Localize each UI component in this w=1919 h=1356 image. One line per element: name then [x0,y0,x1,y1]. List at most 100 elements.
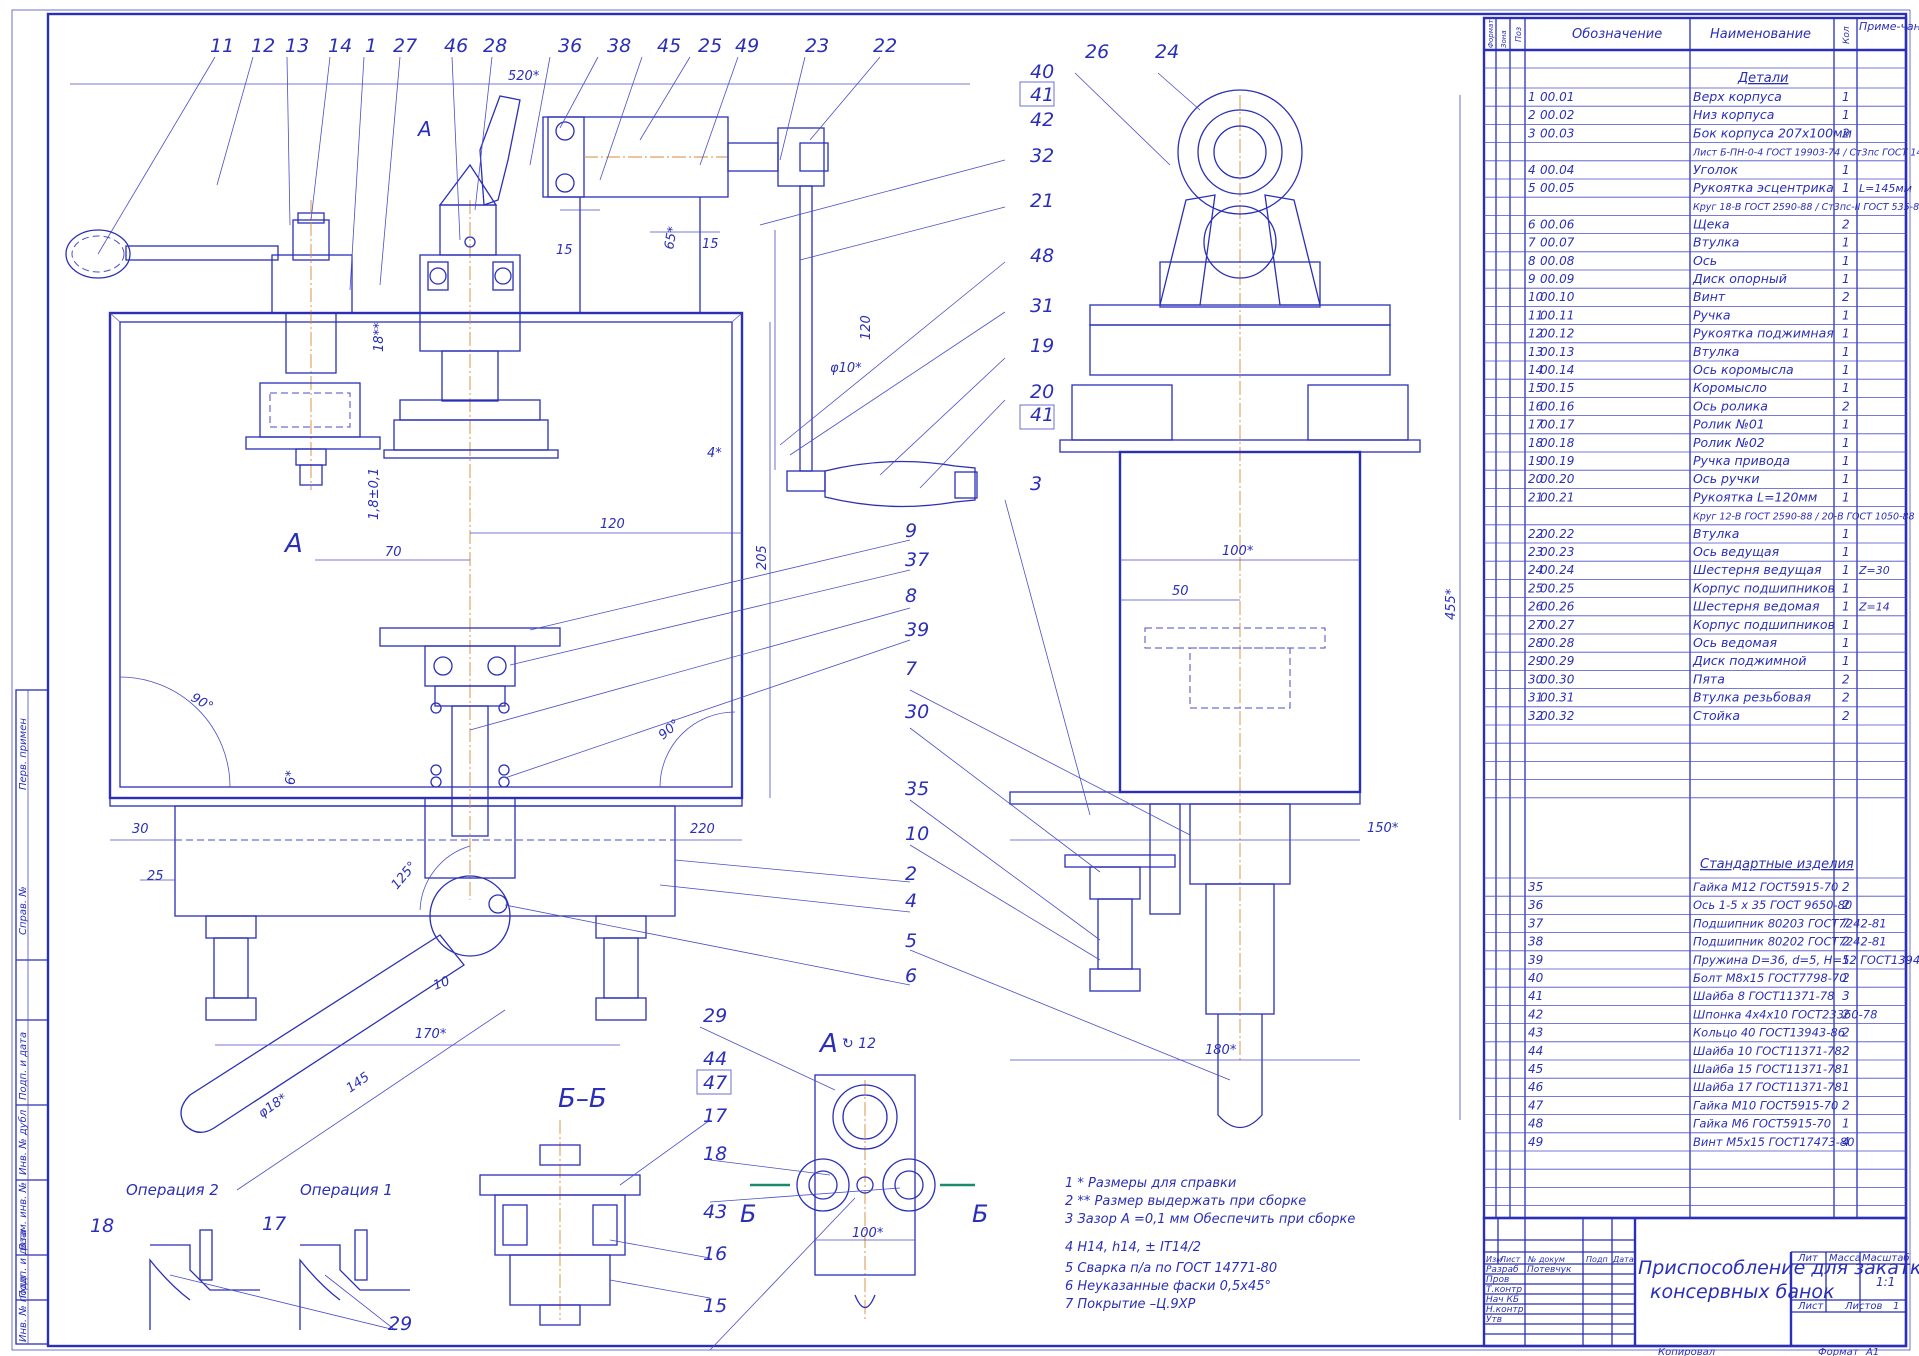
dim-150: 150* [1367,821,1399,836]
std-row-pos: 46 [1528,1080,1544,1094]
strip-perv: Перв. примен [18,718,29,790]
spec-row-designation: 00.01 [1540,90,1574,104]
spec-row-name: Рукоятка поджимная [1693,326,1834,341]
spec-row-note: L=145мм [1859,182,1912,195]
label-a-arrow: A [283,529,303,559]
label-b-left: Б [740,1200,756,1228]
spec-row-designation: 00.04 [1540,163,1574,177]
balloon-28: 28 [483,35,507,57]
balloon-26: 26 [1085,41,1109,63]
spec-row-name: Втулка [1693,235,1739,250]
balloon-13: 13 [285,35,309,57]
strip-podp1: Подп. и дата [18,1032,29,1100]
std-row-qty: 2 [1842,1098,1850,1112]
dim-phi18: φ18* [256,1091,291,1122]
spec-row-qty: 1 [1842,254,1850,268]
spec-row-pos: 24 [1528,563,1543,577]
hdr-name: Наименование [1710,27,1811,42]
spec-row-pos: 11 [1528,308,1543,322]
strip-sprav: Справ. № [18,886,29,935]
std-row-name: Шпонка 4x4x10 ГОСТ23360-78 [1693,1007,1877,1021]
spec-row-designation: 00.20 [1540,472,1575,486]
spec-row-qty: 1 [1842,345,1850,359]
spec-row-qty: 1 [1842,308,1850,322]
technical-notes: 1 * Размеры для справки 2 ** Размер выде… [1065,1176,1355,1312]
std-row-qty: 2 [1842,935,1850,949]
hdr-designation: Обозначение [1572,27,1662,42]
balloon-43: 43 [703,1201,727,1223]
balloon-45: 45 [657,35,681,57]
dim-18: 18** [372,322,387,352]
balloon-14: 14 [328,35,352,57]
spec-row-name: Ось ручки [1693,471,1759,486]
balloon-41: 41 [1030,84,1054,106]
tb-nkontr: Н.контр [1486,1305,1524,1315]
spec-row-pos: 21 [1528,490,1543,504]
balloons-detail: 29 44 47 17 18 43 16 15 [696,1005,732,1317]
spec-row-name: Ролик №02 [1693,435,1765,450]
balloon-37: 37 [905,549,929,571]
label-op2: Операция 2 [126,1181,219,1199]
tb-izm: Изм [1486,1255,1502,1264]
spec-row-name: Щека [1693,216,1730,231]
balloon-39: 39 [905,619,929,641]
std-row-name: Подшипник 80203 ГОСТ7242-81 [1693,916,1887,930]
spec-row-name: Ось [1693,253,1717,268]
std-row-qty: 2 [1842,898,1850,912]
spec-row-pos: 1 [1528,90,1536,104]
balloon-7: 7 [905,658,917,680]
std-row-qty: 1 [1842,1117,1850,1131]
dim-220: 220 [690,822,715,837]
tb-list: Лист [1499,1255,1521,1264]
dim-125: 125° [389,859,421,893]
dim-50: 50 [1172,584,1189,599]
balloon-10: 10 [905,823,929,845]
balloon-49: 49 [735,35,759,57]
spec-row-pos: 13 [1528,345,1543,359]
spec-row-designation: 00.14 [1540,363,1574,377]
balloon-31: 31 [1030,295,1054,317]
spec-row-pos: 23 [1528,545,1543,559]
spec-row-pos: 8 [1528,254,1536,268]
spec-row-pos: 31 [1528,691,1543,705]
spec-row-designation: 00.26 [1540,600,1575,614]
spec-row-name: Ось ведущая [1693,544,1780,559]
spec-row-designation: 00.15 [1540,381,1574,395]
tb-sheet: Лист [1797,1301,1825,1312]
dim-15a: 15 [556,243,573,258]
balloon-30: 30 [905,701,929,723]
spec-row-qty: 1 [1842,563,1850,577]
hdr-pos: Поз [1514,27,1523,42]
spec-row-name: Диск поджимной [1692,653,1807,668]
balloon-18: 18 [703,1143,727,1165]
balloon-1: 1 [365,35,377,57]
tb-copied: Копировал [1658,1347,1716,1356]
spec-row-name: Втулка [1693,344,1739,359]
tb-lit: Лит [1797,1253,1819,1264]
std-row-qty: 1 [1842,953,1850,967]
std-row-pos: 38 [1528,935,1544,949]
spec-row-pos: 26 [1528,600,1544,614]
tb-sign: Подп [1586,1255,1608,1264]
dim-120h: 120 [600,517,625,532]
spec-row-qty: 1 [1842,472,1850,486]
spec-row-qty: 2 [1842,217,1850,231]
balloon-40: 40 [1030,61,1054,83]
spec-row-pos: 18 [1528,436,1544,450]
dim-145: 145 [344,1070,373,1097]
spec-row-pos: 9 [1528,272,1536,286]
spec-row-pos: 28 [1528,636,1544,650]
spec-row-designation: 00.28 [1540,636,1575,650]
drawing-frame [11,9,1911,1351]
tb-prov: Пров [1486,1275,1509,1285]
spec-row-designation: 00.22 [1540,527,1574,541]
tb-utv: Утв [1486,1315,1502,1325]
balloon-2: 2 [905,863,917,885]
spec-table: Формат Зона Поз Обозначение Наименование… [1482,16,1919,1220]
spec-row-qty: 1 [1842,600,1850,614]
dim-detail-100: 100* [852,1226,884,1241]
spec-row-pos: 6 [1528,217,1536,231]
spec-row-name: Корпус подшипников [1693,580,1835,595]
dim-520: 520* [508,69,540,84]
spec-row-name: Ручка привода [1693,453,1790,468]
